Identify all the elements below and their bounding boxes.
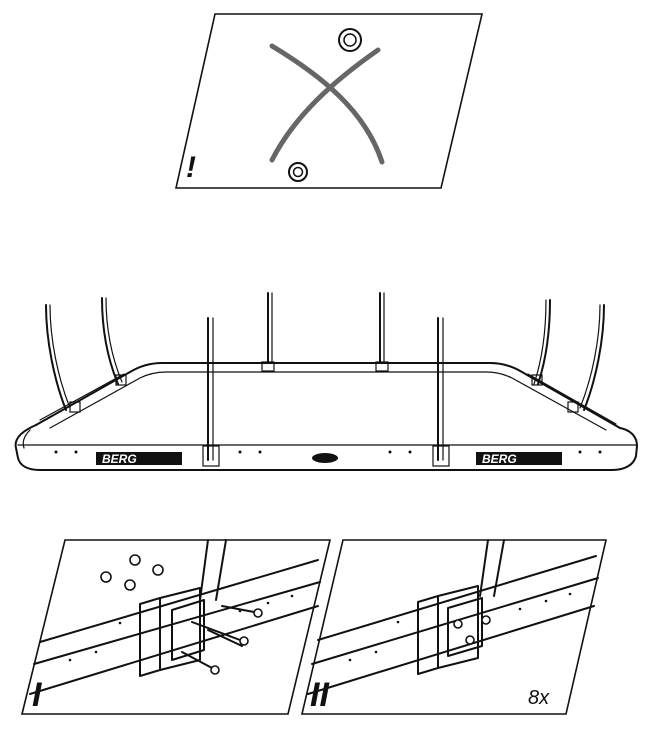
panel-frame bbox=[300, 539, 608, 715]
quantity-label: 8x bbox=[528, 687, 550, 709]
panel-frame bbox=[20, 539, 332, 715]
step-number: II bbox=[310, 676, 330, 714]
step-2-panel: II 8x bbox=[300, 539, 608, 715]
brand-text-left: BERG bbox=[102, 452, 137, 466]
brand-logo-left: BERG bbox=[96, 452, 182, 466]
step-number: I bbox=[32, 676, 43, 714]
rail-holes bbox=[348, 592, 572, 662]
brand-logo-right: BERG bbox=[476, 452, 562, 466]
wrench-icon bbox=[288, 28, 362, 182]
rail-holes bbox=[68, 594, 294, 662]
brand-text-right: BERG bbox=[482, 452, 517, 466]
center-badge-icon bbox=[312, 453, 338, 463]
panel-frame bbox=[175, 13, 484, 189]
no-tools-panel: ! bbox=[175, 13, 484, 189]
prohibited-cross-icon bbox=[269, 43, 385, 165]
trampoline-frame: BERG BERG bbox=[14, 292, 638, 471]
warning-mark: ! bbox=[186, 151, 196, 184]
step-1-panel: I bbox=[20, 539, 332, 715]
bolt-icon bbox=[181, 605, 263, 675]
rail-rivets bbox=[54, 450, 602, 454]
nut-icon bbox=[100, 554, 164, 591]
